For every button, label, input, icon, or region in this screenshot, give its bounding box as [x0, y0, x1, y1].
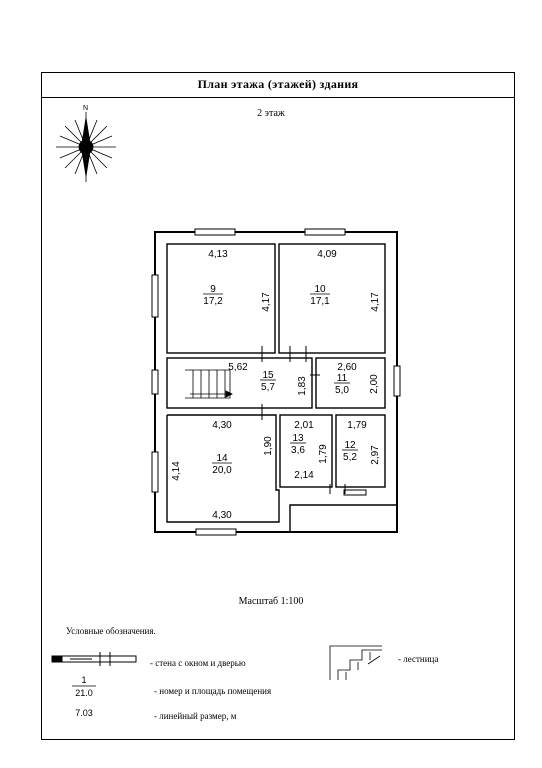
dim-r9-top: 4,13	[208, 249, 228, 260]
room-12-outline	[335, 414, 386, 488]
dim-r11-top: 2,60	[337, 362, 357, 373]
floor-label: 2 этаж	[257, 108, 285, 119]
room-14-area: 20,0	[212, 465, 232, 476]
room-12-number: 12	[344, 440, 356, 451]
stairs	[185, 369, 233, 399]
room-15-number: 15	[262, 370, 274, 381]
dim-r9-right: 4,17	[261, 292, 272, 312]
dim-r10-right: 4,17	[370, 292, 381, 312]
dim-r14-bottom: 4,30	[212, 510, 232, 521]
dim-r13-bottom: 2,14	[294, 470, 314, 481]
legend-wall-icon	[51, 652, 137, 666]
legend-room-number: 1	[81, 675, 86, 685]
compass-north-letter: N	[83, 105, 88, 112]
doors	[261, 346, 346, 494]
room-9-area: 17,2	[203, 296, 223, 307]
dim-r14-top: 4,30	[212, 420, 232, 431]
room-11-number: 11	[337, 373, 348, 384]
room-12-area: 5,2	[343, 452, 357, 463]
dim-hall-top: 5,62	[228, 362, 248, 373]
dim-r14-left: 4,14	[171, 461, 182, 481]
windows	[151, 228, 401, 536]
scale-label: Масштаб 1:100	[238, 596, 304, 607]
legend-wall-text: - стена с окном и дверью	[150, 658, 246, 668]
page-frame	[41, 72, 515, 740]
legend-dim-value: 7.03	[75, 708, 93, 718]
room-14-number: 14	[216, 453, 228, 464]
legend-room-area: 21.0	[75, 688, 93, 698]
room-10-area: 17,1	[310, 296, 330, 307]
room-13-number: 13	[292, 433, 304, 444]
room-10-number: 10	[314, 284, 326, 295]
room-15-area: 5,7	[261, 382, 275, 393]
room-13-area: 3,6	[291, 445, 305, 456]
legend-stairs-text: - лестница	[398, 654, 439, 664]
legend-stairs-icon	[329, 645, 382, 680]
room-9-outline	[166, 243, 276, 354]
dim-r11-right: 2,00	[369, 374, 380, 394]
notch-wall	[289, 504, 397, 532]
dim-r14-right: 1,90	[263, 436, 274, 456]
dim-hall-right: 1,83	[297, 376, 308, 396]
page-title: План этажа (этажей) здания	[41, 72, 515, 98]
dim-r12-right: 2,97	[370, 445, 381, 465]
room-13-outline	[279, 414, 333, 488]
legend-dim-text: - линейный размер, м	[154, 711, 237, 721]
dim-r10-top: 4,09	[317, 249, 337, 260]
room-walls	[166, 243, 397, 532]
room-10-outline	[278, 243, 386, 354]
room-11-area: 5,0	[335, 385, 349, 396]
dim-r13-right: 1,79	[318, 444, 329, 464]
room-14-outline	[166, 414, 280, 523]
legend-room-text: - номер и площадь помещения	[154, 686, 272, 696]
room-15-outline	[166, 357, 313, 409]
room-9-number: 9	[210, 284, 216, 295]
legend-heading: Условные обозначения.	[66, 626, 156, 636]
dim-r13-top: 2,01	[294, 420, 314, 431]
room-11-outline	[315, 357, 386, 409]
compass-rose-icon	[56, 112, 116, 182]
dim-r12-top: 1,79	[347, 420, 367, 431]
